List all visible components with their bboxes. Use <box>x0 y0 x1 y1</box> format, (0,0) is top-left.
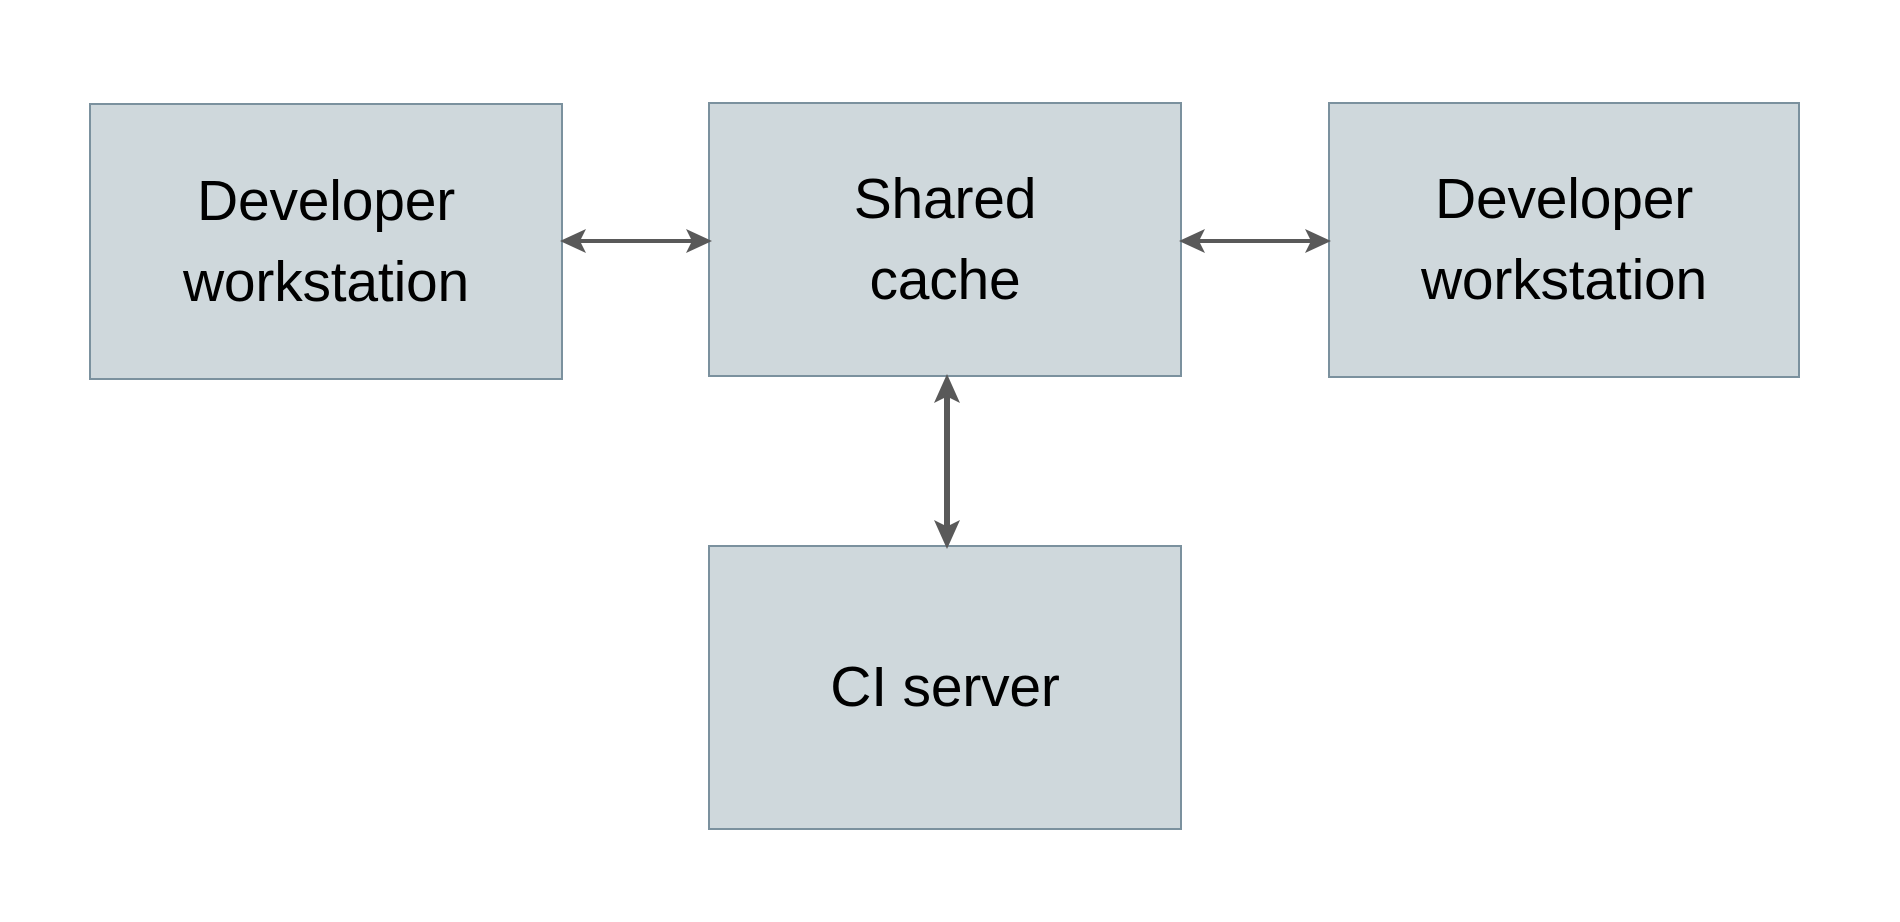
edge-shared-cache-to-developer-right[interactable] <box>1179 216 1331 266</box>
node-label: Shared cache <box>853 166 1037 312</box>
double-headed-arrow-vertical-icon <box>934 374 960 549</box>
node-shared-cache[interactable]: Shared cache <box>708 102 1182 377</box>
node-developer-workstation-right[interactable]: Developer workstation <box>1328 102 1800 378</box>
edge-shared-cache-to-ci-server[interactable] <box>922 374 972 549</box>
edge-developer-left-to-shared-cache[interactable] <box>560 216 712 266</box>
node-label: Developer workstation <box>182 168 470 314</box>
node-ci-server[interactable]: CI server <box>708 545 1182 830</box>
node-label: Developer workstation <box>1420 167 1708 312</box>
node-developer-workstation-left[interactable]: Developer workstation <box>89 103 563 380</box>
double-headed-arrow-horizontal-icon <box>560 229 712 253</box>
double-headed-arrow-horizontal-icon <box>1179 229 1331 253</box>
node-label: CI server <box>830 655 1060 720</box>
